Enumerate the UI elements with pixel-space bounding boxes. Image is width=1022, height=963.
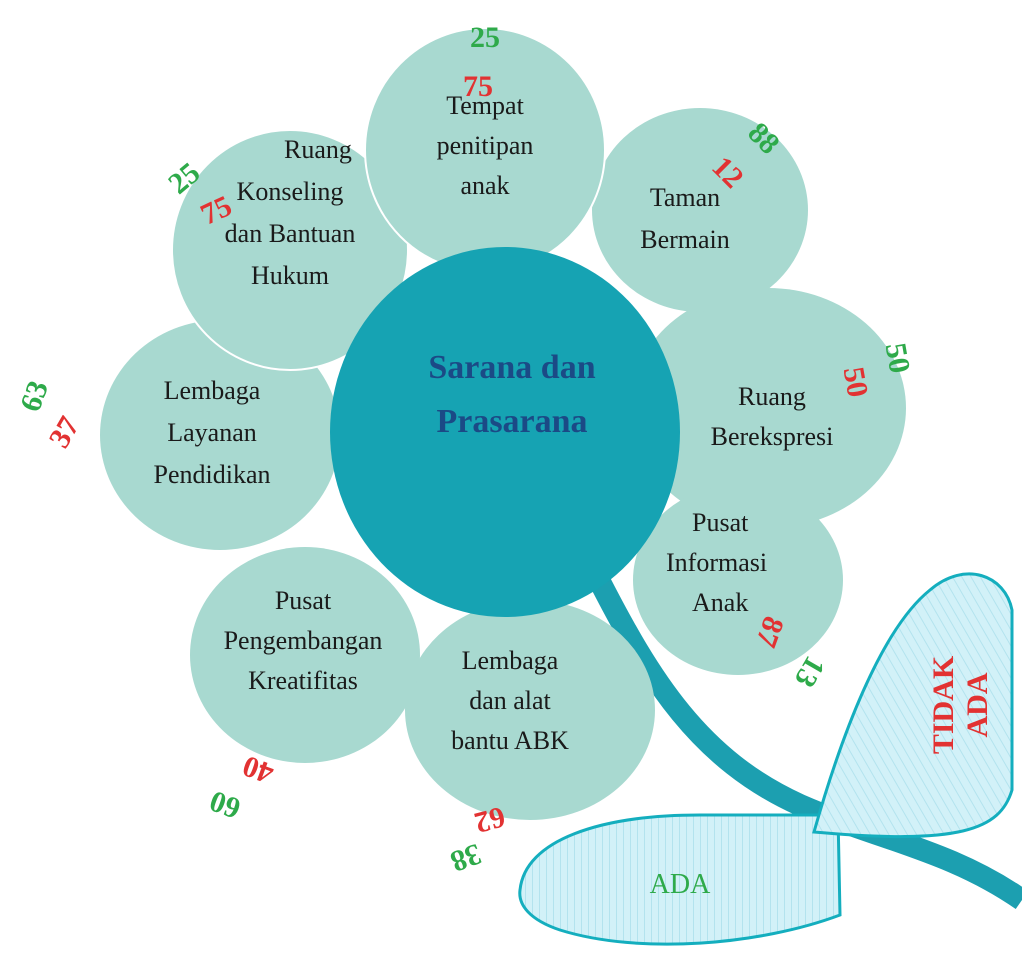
center-title-line2: Prasarana (436, 403, 587, 440)
petal-taman-bermain (592, 108, 808, 312)
petal-label-ruang-ekspresi-line2: Berekspresi (711, 422, 834, 451)
percent-ada-tempat: 25 (470, 21, 500, 54)
petal-label-konseling-line2: Konseling (237, 177, 344, 206)
petal-label-layanan-line3: Pendidikan (154, 460, 271, 489)
petal-label-konseling-line1: Ruang (284, 135, 352, 164)
leaf-tidak-ada: TIDAK ADA (812, 572, 1014, 839)
petal-pusat-informasi (633, 485, 843, 675)
flower-center (330, 247, 680, 617)
percent-ada-layanan: 63 (14, 376, 55, 415)
center-title-line1: Sarana dan (428, 349, 595, 386)
petal-label-lembaga-abk-line3: bantu ABK (451, 726, 569, 755)
petal-label-tempat-line1: Tempat (446, 91, 524, 120)
petal-ruang-berekspresi (630, 288, 906, 528)
petal-label-taman-line2: Bermain (640, 225, 730, 254)
petal-ruang-konseling (171, 129, 409, 371)
petal-label-pusat-informasi-line1: Pusat (692, 508, 749, 537)
petal-label-pengembangan-line3: Kreatifitas (248, 666, 358, 695)
petal-label-layanan-line1: Lembaga (164, 376, 261, 405)
percent-ada-lembaga-abk: 38 (446, 837, 485, 878)
percent-ada-ruang-ekspresi: 50 (879, 340, 917, 375)
petal-label-tempat-line3: anak (460, 171, 509, 200)
percent-ada-pengembangan: 60 (205, 784, 244, 825)
petal-label-ruang-ekspresi-line1: Ruang (738, 382, 806, 411)
flower-stem (588, 573, 1022, 910)
petal-label-pengembangan-line2: Pengembangan (224, 626, 383, 655)
petal-label-lembaga-abk-line1: Lembaga (462, 646, 559, 675)
petal-label-pengembangan-line1: Pusat (275, 586, 332, 615)
ada-legend-label: ADA (650, 869, 711, 900)
petal-label-pusat-informasi-line3: Anak (692, 588, 748, 617)
petal-pengembangan (190, 547, 420, 763)
petal-label-taman-line1: Taman (650, 183, 720, 212)
percent-tidak-ada-layanan: 37 (43, 411, 87, 453)
percent-tidak-ada-ruang-ekspresi: 50 (837, 364, 875, 399)
tidak-legend-line1: TIDAK (927, 655, 960, 754)
petal-label-lembaga-abk-line2: dan alat (469, 686, 551, 715)
petal-label-layanan-line2: Layanan (167, 418, 257, 447)
percent-tidak-ada-tempat: 75 (463, 70, 493, 103)
petal-lembaga-abk (405, 600, 655, 820)
petal-label-konseling-line3: dan Bantuan (225, 219, 356, 248)
petal-layanan-pendidikan (100, 320, 340, 550)
petal-label-tempat-line2: penitipan (437, 131, 534, 160)
leaf-ada: ADA (518, 813, 842, 946)
tidak-legend-line2: ADA (961, 672, 994, 737)
petal-label-konseling-line4: Hukum (251, 261, 329, 290)
petal-label-pusat-informasi-line2: Informasi (666, 548, 767, 577)
